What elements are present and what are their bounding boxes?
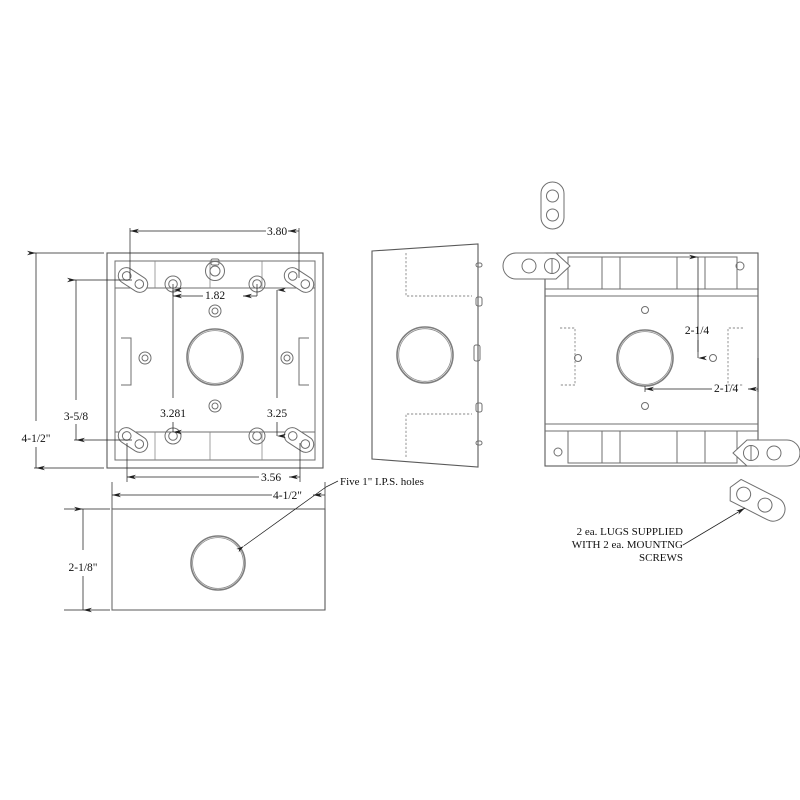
side-view-tab-1 bbox=[475, 262, 483, 268]
side-view-tab-4 bbox=[475, 402, 483, 413]
dim-label-356: 3.56 bbox=[261, 472, 281, 484]
front-view-dimensions: 3.80 1.82 4-1/2" 3-5/8 3.281 3.25 3.56 bbox=[22, 226, 326, 512]
back-view-hole-corner-tr bbox=[735, 261, 745, 271]
back-view-dimensions: 2-1/4 2-1/4 bbox=[644, 254, 759, 395]
front-view-left-slot bbox=[121, 337, 132, 386]
back-view bbox=[502, 181, 800, 522]
front-view-boss-left bbox=[138, 351, 152, 365]
dim-label-3281: 3.281 bbox=[160, 408, 186, 420]
back-view-bottom-rail bbox=[567, 430, 738, 464]
front-view-top-boss-outer bbox=[205, 261, 225, 281]
side-view-center-hole-inner bbox=[398, 328, 452, 382]
back-view-top-rail bbox=[567, 256, 738, 290]
front-view-lug-top-right bbox=[283, 267, 315, 293]
back-view-lug-top-left bbox=[502, 252, 571, 280]
front-view-lug-top-left bbox=[117, 267, 149, 293]
front-view-outer-body bbox=[106, 252, 324, 469]
front-view-boss-upper-center bbox=[208, 304, 222, 318]
dim-label-back-vertical: 2-1/4 bbox=[685, 325, 710, 337]
leader-holes-note-tail bbox=[325, 480, 339, 488]
back-view-lug-bottom-right bbox=[732, 439, 800, 467]
side-view-dashed-upper bbox=[405, 253, 472, 297]
back-view-left-recess bbox=[560, 327, 576, 386]
back-view-hole-bottom bbox=[641, 402, 649, 410]
back-view-outer-body bbox=[544, 252, 759, 467]
dim-label-380: 3.80 bbox=[267, 226, 287, 238]
front-view-top-tab bbox=[210, 258, 220, 266]
back-view-hole-left bbox=[574, 354, 582, 362]
side-view-body bbox=[371, 243, 479, 468]
dim-label-left-overall: 4-1/2" bbox=[22, 433, 51, 445]
bottom-view-center-hole bbox=[190, 535, 246, 591]
front-view-right-slot bbox=[298, 337, 309, 386]
front-view-center-hole bbox=[186, 328, 244, 386]
side-view-dashed-lower bbox=[405, 413, 472, 457]
side-view-tab-2 bbox=[475, 296, 483, 307]
back-view-hole-top bbox=[641, 306, 649, 314]
side-view-tab-5 bbox=[475, 440, 483, 446]
back-view-right-recess bbox=[727, 327, 743, 386]
bottom-view-dimensions: 2-1/8" bbox=[64, 506, 110, 613]
back-view-center-hole-inner bbox=[618, 331, 672, 385]
side-view-center-hole bbox=[396, 326, 454, 384]
back-view-detached-lug-top bbox=[540, 181, 565, 230]
front-view-center-hole-inner bbox=[188, 330, 242, 384]
note-lugs-line2: WITH 2 ea. MOUNTNG bbox=[572, 539, 683, 551]
back-view-hole-corner-bl bbox=[553, 447, 563, 457]
callout-holes-note: Five 1" I.P.S. holes bbox=[236, 476, 424, 553]
note-lugs-line1: 2 ea. LUGS SUPPLIED bbox=[577, 526, 683, 538]
dim-label-325: 3.25 bbox=[267, 408, 287, 420]
bottom-view-body bbox=[111, 508, 326, 611]
dim-label-left-inner: 3-5/8 bbox=[64, 411, 89, 423]
callout-lugs-note: 2 ea. LUGS SUPPLIED WITH 2 ea. MOUNTNG S… bbox=[572, 507, 746, 564]
dim-label-182: 1.82 bbox=[205, 290, 225, 302]
front-view-top-boss-inner bbox=[209, 265, 221, 277]
note-holes-label: Five 1" I.P.S. holes bbox=[340, 476, 424, 488]
back-view-detached-lug-bottom bbox=[729, 478, 786, 522]
dim-label-back-horizontal: 2-1/4 bbox=[714, 383, 739, 395]
side-view bbox=[371, 243, 483, 468]
dim-label-bot-overall: 4-1/2" bbox=[273, 490, 302, 502]
back-view-center-hole bbox=[616, 329, 674, 387]
front-view-lug-bottom-left bbox=[117, 427, 149, 453]
bottom-view bbox=[111, 508, 326, 611]
front-view bbox=[106, 252, 324, 469]
back-view-hole-right bbox=[709, 354, 717, 362]
leader-lugs-note bbox=[682, 507, 746, 546]
front-view-lug-bottom-right bbox=[283, 427, 315, 453]
side-view-tab-3 bbox=[473, 344, 481, 362]
dim-label-bottom-height: 2-1/8" bbox=[69, 562, 98, 574]
bottom-view-center-hole-inner bbox=[192, 537, 244, 589]
front-view-hole-bottom-right bbox=[248, 427, 266, 445]
note-lugs-line3: SCREWS bbox=[639, 552, 683, 564]
front-view-boss-right bbox=[280, 351, 294, 365]
leader-holes-note bbox=[236, 486, 327, 553]
front-view-boss-lower-center bbox=[208, 399, 222, 413]
